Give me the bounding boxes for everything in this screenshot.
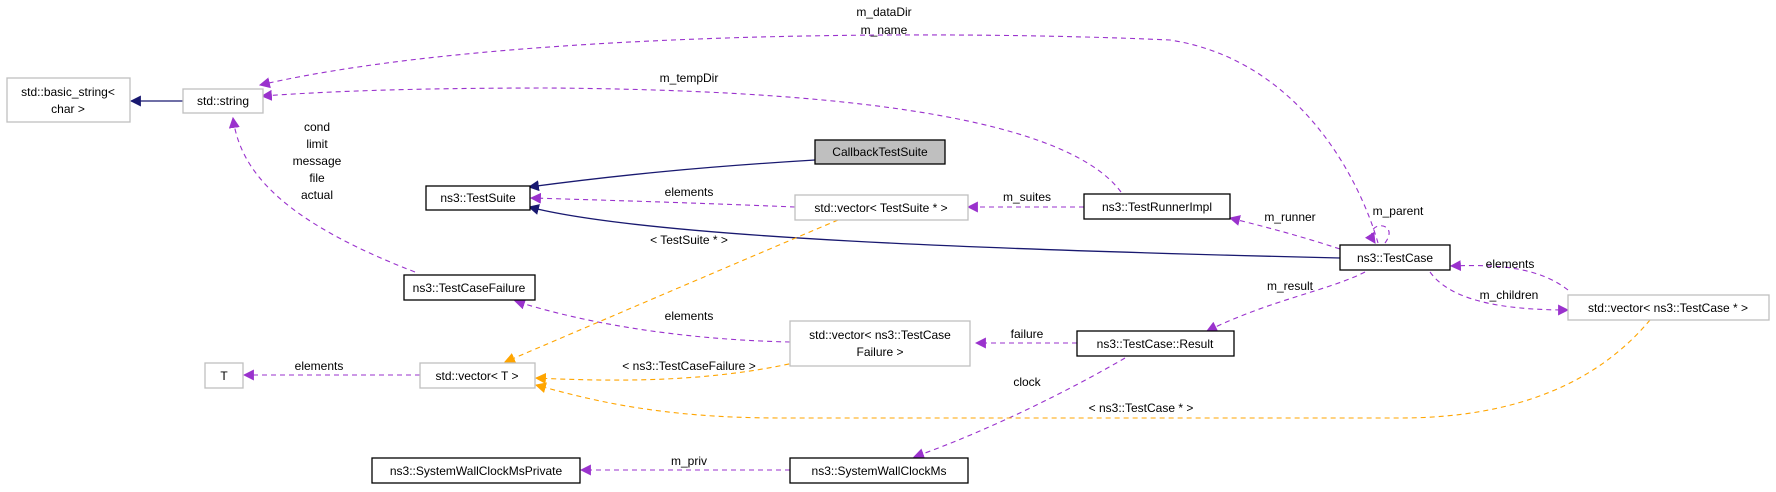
node-callback-test-suite-label: CallbackTestSuite	[832, 145, 928, 159]
label-runner: m_runner	[1264, 210, 1315, 224]
node-test-case-result[interactable]: ns3::TestCase::Result	[1076, 330, 1235, 357]
node-wall-clock-private[interactable]: ns3::SystemWallClockMsPrivate	[371, 457, 581, 484]
node-basic-string[interactable]: std::basic_string< char >	[6, 77, 131, 123]
label-failure-fields: cond limit message file actual	[293, 120, 342, 202]
edge-children	[1429, 271, 1570, 316]
node-callback-test-suite[interactable]: CallbackTestSuite	[814, 139, 946, 165]
edge-testcase-to-testsuite	[527, 204, 1341, 259]
edge-tmpl-test-suite	[503, 219, 839, 364]
label-t-elements: elements	[295, 359, 344, 373]
edge-failure-elements	[513, 298, 791, 343]
edge-temp-dir	[260, 87, 1122, 193]
edge-failure-fields	[228, 116, 416, 273]
node-vector-failure[interactable]: std::vector< ns3::TestCase Failure >	[789, 320, 971, 367]
label-field-message: message	[293, 154, 342, 168]
label-name: m_name	[861, 23, 908, 37]
label-children: m_children	[1480, 288, 1539, 302]
node-test-case-failure-label: ns3::TestCaseFailure	[413, 281, 526, 295]
label-suite-elements: elements	[665, 185, 714, 199]
label-failure-elements: elements	[665, 309, 714, 323]
node-t-label: T	[220, 369, 228, 383]
node-test-case-label: ns3::TestCase	[1357, 251, 1433, 265]
edge-suite-elements	[529, 192, 796, 208]
label-field-cond: cond	[304, 120, 330, 134]
label-parent: m_parent	[1373, 204, 1424, 218]
node-test-case-failure[interactable]: ns3::TestCaseFailure	[403, 274, 536, 301]
label-data-dir: m_dataDir	[856, 5, 911, 19]
node-vector-test-suite-label: std::vector< TestSuite * >	[814, 201, 947, 215]
edge-result	[1206, 271, 1366, 332]
label-field-limit: limit	[306, 137, 328, 151]
node-std-string[interactable]: std::string	[182, 88, 264, 114]
edge-data-dir-name	[258, 34, 1379, 244]
label-case-elements: elements	[1486, 257, 1535, 271]
label-tmpl-failure: < ns3::TestCaseFailure >	[622, 359, 755, 373]
node-vector-failure-line-1: std::vector< ns3::TestCase	[809, 328, 951, 342]
node-vector-test-case[interactable]: std::vector< ns3::TestCase * >	[1567, 294, 1770, 321]
node-wall-clock-label: ns3::SystemWallClockMs	[812, 464, 947, 478]
node-wall-clock-private-label: ns3::SystemWallClockMsPrivate	[390, 464, 563, 478]
label-priv: m_priv	[671, 454, 707, 468]
label-field-file: file	[309, 171, 325, 185]
edge-tmpl-test-case	[534, 319, 1651, 419]
node-test-suite[interactable]: ns3::TestSuite	[425, 185, 531, 211]
label-suites: m_suites	[1003, 190, 1051, 204]
node-std-string-label: std::string	[197, 94, 249, 108]
node-test-runner-impl[interactable]: ns3::TestRunnerImpl	[1083, 193, 1231, 220]
edge-callbacksuite-to-testsuite	[527, 159, 816, 192]
node-basic-string-line-2: char >	[51, 102, 85, 116]
label-field-actual: actual	[301, 188, 333, 202]
node-vector-t[interactable]: std::vector< T >	[419, 362, 536, 389]
edge-runner	[1228, 215, 1341, 250]
label-result: m_result	[1267, 279, 1314, 293]
node-vector-test-suite[interactable]: std::vector< TestSuite * >	[794, 194, 969, 221]
node-test-runner-impl-label: ns3::TestRunnerImpl	[1102, 200, 1212, 214]
label-clock: clock	[1013, 375, 1041, 389]
edge-case-elements	[1449, 260, 1569, 291]
node-basic-string-line-1: std::basic_string<	[21, 85, 115, 99]
label-tmpl-test-suite: < TestSuite * >	[650, 233, 728, 247]
node-wall-clock[interactable]: ns3::SystemWallClockMs	[789, 457, 969, 484]
node-test-case-result-label: ns3::TestCase::Result	[1097, 337, 1214, 351]
edge-clock	[912, 357, 1126, 459]
node-t[interactable]: T	[204, 362, 244, 389]
node-vector-test-case-label: std::vector< ns3::TestCase * >	[1588, 301, 1748, 315]
node-vector-t-label: std::vector< T >	[436, 369, 519, 383]
label-tmpl-test-case: < ns3::TestCase * >	[1089, 401, 1194, 415]
node-test-case[interactable]: ns3::TestCase	[1339, 244, 1451, 271]
edge-parent	[1364, 225, 1390, 244]
node-test-suite-label: ns3::TestSuite	[440, 191, 516, 205]
label-temp-dir: m_tempDir	[660, 71, 719, 85]
node-vector-failure-line-2: Failure >	[856, 345, 903, 359]
label-failure: failure	[1011, 327, 1044, 341]
